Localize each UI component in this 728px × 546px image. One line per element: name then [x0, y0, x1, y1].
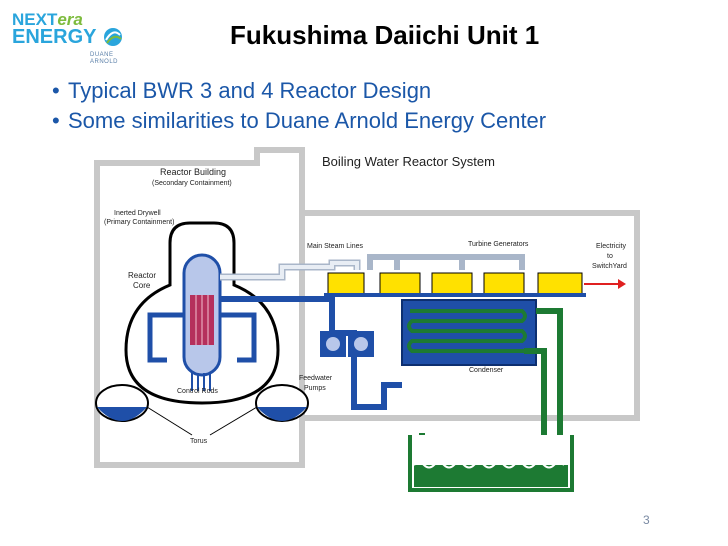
label-feedwater: Feedwater: [299, 375, 333, 382]
label-reactor-building: Reactor Building: [160, 167, 226, 177]
logo-line-nextera: NEXTera: [12, 10, 83, 29]
label-reactor: Reactor: [128, 271, 156, 280]
bwr-system-diagram: Boiling Water Reactor System Reactor Bui…: [94, 147, 640, 492]
recirculation-loop-right: [220, 312, 257, 363]
recirculation-loop-left: [147, 312, 184, 363]
page-number: 3: [643, 513, 650, 527]
label-control-rods: Control Rods: [177, 388, 218, 395]
label-primary-containment: (Primary Containment): [104, 219, 174, 226]
logo-line-energy: ENERGY: [12, 26, 97, 48]
turbine-building-outline: [302, 210, 640, 421]
label-torus: Torus: [190, 438, 208, 445]
diagram-title: Boiling Water Reactor System: [322, 154, 495, 169]
label-inerted-drywell: Inerted Drywell: [114, 210, 161, 217]
feedwater-pumps: [320, 331, 374, 357]
control-rods: [191, 373, 211, 391]
bullet-item: Typical BWR 3 and 4 Reactor Design: [52, 76, 546, 106]
label-secondary-containment: (Secondary Containment): [152, 180, 232, 187]
label-condenser: Condenser: [469, 367, 504, 374]
label-core: Core: [133, 281, 151, 290]
label-electricity: Electricity: [596, 243, 626, 250]
bullet-item: Some similarities to Duane Arnold Energy…: [52, 106, 546, 136]
slide-title: Fukushima Daiichi Unit 1: [230, 20, 540, 50]
logo-line-duane-arnold: DUANE ARNOLD: [90, 52, 119, 65]
steam-header: [367, 254, 525, 270]
nextera-energy-logo: NEXTera ENERGY DUANE ARNOLD: [10, 8, 122, 68]
label-switchyard: SwitchYard: [592, 263, 627, 270]
label-pumps: Pumps: [304, 385, 326, 392]
electricity-arrow: [584, 279, 626, 289]
label-main-steam-lines: Main Steam Lines: [307, 243, 364, 250]
bullet-list: Typical BWR 3 and 4 Reactor Design Some …: [52, 76, 546, 136]
turbine-generators: [324, 272, 586, 297]
condenser-tubes: [407, 309, 527, 353]
label-to: to: [607, 253, 613, 260]
torus: [95, 384, 309, 422]
logo-swoosh-icon: [104, 28, 122, 46]
label-turbine-generators: Turbine Generators: [468, 241, 529, 248]
